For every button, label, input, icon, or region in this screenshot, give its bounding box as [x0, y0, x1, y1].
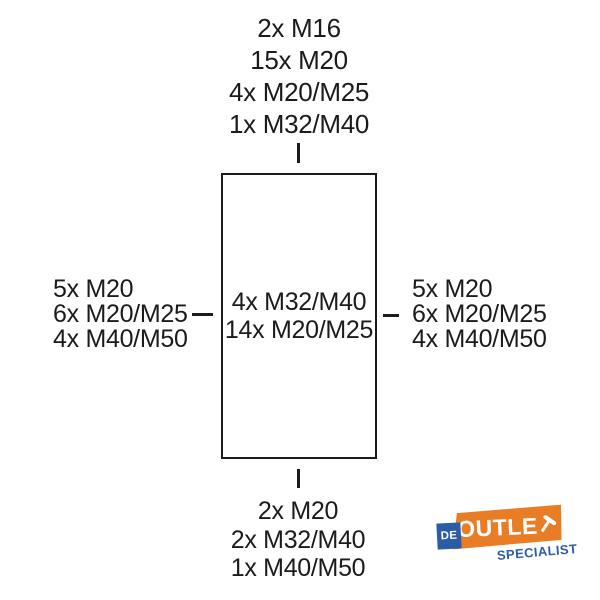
- left-entries-labels: 5x M20 6x M20/M25 4x M40/M50: [53, 277, 188, 352]
- bottom-entries-labels: 2x M20 2x M32/M40 1x M40/M50: [148, 497, 448, 583]
- bottom-entry-label: 2x M32/M40: [230, 525, 366, 554]
- right-entry-label: 6x M20/M25: [412, 300, 547, 328]
- de-outlet-specialist-logo: OUTLE DE SPECIALIST: [436, 500, 578, 570]
- left-entry-label: 5x M20: [53, 275, 134, 303]
- top-entry-label: 15x M20: [250, 45, 348, 75]
- top-entry-label: 2x M16: [257, 13, 341, 43]
- bottom-entry-label: 2x M20: [257, 497, 339, 525]
- center-entries-labels: 4x M32/M40 14x M20/M25: [221, 288, 377, 344]
- logo-de-badge: DE: [436, 522, 462, 550]
- right-entry-label: 5x M20: [412, 275, 493, 303]
- top-entries-labels: 2x M16 15x M20 4x M20/M25 1x M32/M40: [149, 12, 449, 140]
- center-entry-label: 4x M32/M40: [231, 288, 367, 316]
- left-entry-label: 6x M20/M25: [53, 300, 188, 328]
- right-entries-labels: 5x M20 6x M20/M25 4x M40/M50: [412, 277, 547, 352]
- top-entry-label: 4x M20/M25: [228, 77, 370, 107]
- logo-outlet-letters: OUTLE: [456, 512, 539, 542]
- top-entry-label: 1x M32/M40: [228, 109, 370, 139]
- right-connector-line: [383, 314, 399, 317]
- logo-outlet-text: OUTLE: [457, 511, 558, 542]
- bottom-connector-line: [297, 469, 300, 488]
- enclosure-outline: [221, 173, 377, 459]
- right-entry-label: 4x M40/M50: [412, 325, 547, 353]
- left-entry-label: 4x M40/M50: [53, 325, 188, 353]
- logo-de-text: DE: [440, 529, 458, 543]
- bottom-entry-label: 1x M40/M50: [230, 554, 366, 582]
- top-connector-line: [297, 143, 300, 163]
- left-connector-line: [192, 313, 213, 316]
- center-entry-label: 14x M20/M25: [224, 316, 374, 344]
- gavel-t-icon: [538, 515, 557, 533]
- logo-outlet-banner: OUTLE: [451, 505, 563, 550]
